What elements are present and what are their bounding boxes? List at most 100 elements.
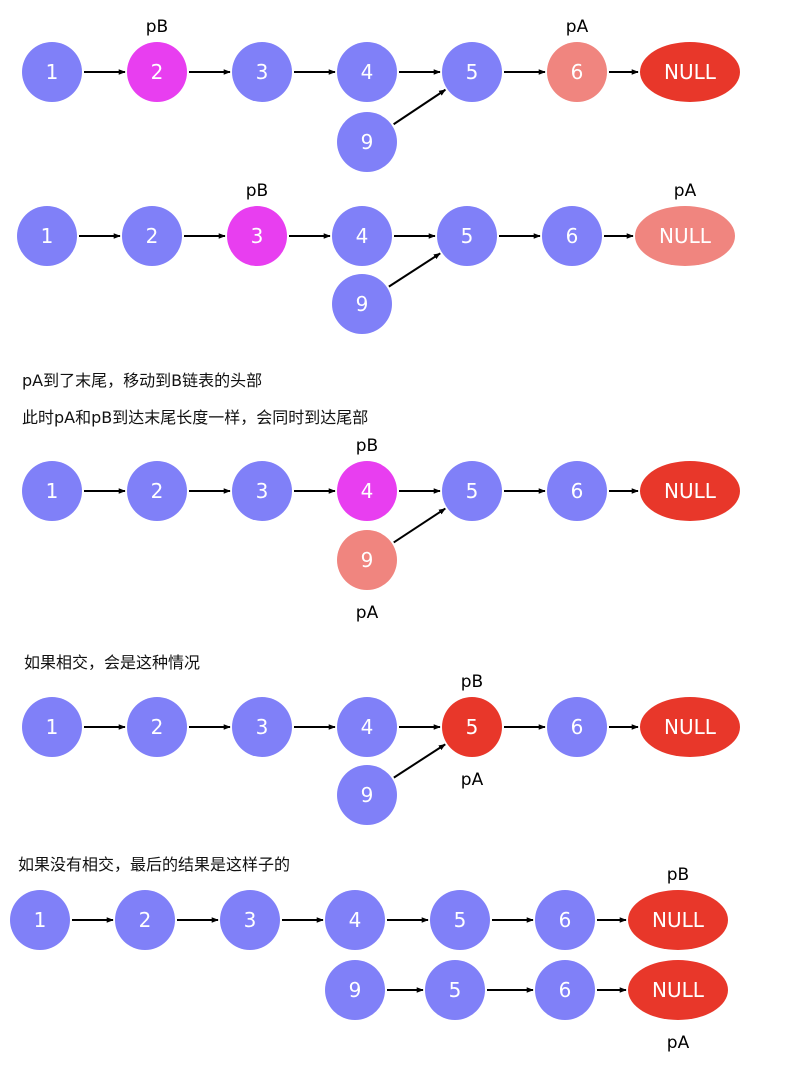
diagram-3-pointer-label-pb: pB	[356, 436, 378, 456]
diagram-3-row-a-node-7-shape	[640, 461, 740, 521]
diagram-2-row-a-node-5: 5	[437, 206, 497, 266]
diagram-2-row-a-node-4: 4	[332, 206, 392, 266]
diagram-5-row-a-node-1-shape	[10, 890, 70, 950]
diagram-2-row-a-node-1: 1	[17, 206, 77, 266]
diagram-4-row-a-node-5: 5	[442, 697, 502, 757]
diagram-3-row-a-node-2-label: 2	[151, 479, 164, 503]
diagram-2-row-a-node-4-shape	[332, 206, 392, 266]
diagram-1-row-a-node-4-shape	[337, 42, 397, 102]
diagram-4-branch-node: 9	[337, 765, 397, 825]
diagram-2-row-a-node-2: 2	[122, 206, 182, 266]
diagram-5-row-b-node-3-shape	[535, 960, 595, 1020]
diagram-5-row-b-node-2: 5	[425, 960, 485, 1020]
diagram-2-row-a-node-7: NULL	[635, 206, 735, 266]
diagram-5-row-a-node-7: NULL	[628, 890, 728, 950]
diagram-3-row-a-node-5: 5	[442, 461, 502, 521]
diagram-4-row-a-node-3-label: 3	[256, 715, 269, 739]
diagram-5-row-a-node-4-shape	[325, 890, 385, 950]
diagram-1-branch-node-shape	[337, 112, 397, 172]
diagram-1-row-a-node-1-shape	[22, 42, 82, 102]
diagram-3-row-a-node-7-label: NULL	[664, 479, 717, 503]
diagram-2-row-a-node-2-label: 2	[146, 224, 159, 248]
diagram-5-row-b-node-4-label: NULL	[652, 978, 705, 1002]
diagram-5-row-b-node-4: NULL	[628, 960, 728, 1020]
diagram-5-row-a-node-3-label: 3	[244, 908, 257, 932]
diagram-4-row-a-node-6-shape	[547, 697, 607, 757]
diagram-2-branch-node-shape	[332, 274, 392, 334]
diagram-5-row-a-node-3: 3	[220, 890, 280, 950]
diagram-1-pointer-label-pb: pB	[146, 17, 168, 37]
diagram-4-branch-node-label: 9	[361, 783, 374, 807]
diagram-3-row-a-node-6: 6	[547, 461, 607, 521]
diagram-1-row-a-node-7-label: NULL	[664, 60, 717, 84]
diagram-4-row-a-node-2-shape	[127, 697, 187, 757]
diagram-5-row-a-node-5-shape	[430, 890, 490, 950]
diagram-1-row-a-node-3: 3	[232, 42, 292, 102]
diagram-3-row-a-node-2: 2	[127, 461, 187, 521]
diagram-3-row-a-node-6-label: 6	[571, 479, 584, 503]
diagram-2-row-a-node-3-shape	[227, 206, 287, 266]
diagram-4-row-a-node-6-label: 6	[571, 715, 584, 739]
diagram-2-row-a-node-2-shape	[122, 206, 182, 266]
diagram-1-row-a-node-2: 2	[127, 42, 187, 102]
diagram-5-row-a-node-2-label: 2	[139, 908, 152, 932]
diagram-4-branch-node-shape	[337, 765, 397, 825]
diagram-3-row-a-node-2-shape	[127, 461, 187, 521]
diagram-1-row-a-node-5-label: 5	[466, 60, 479, 84]
diagram-1-row-a-node-2-label: 2	[151, 60, 164, 84]
diagram-5-row-a-node-1-label: 1	[34, 908, 47, 932]
caption-no-intersect: 如果没有相交，最后的结果是这样子的	[18, 855, 291, 874]
diagram-5-row-b-node-1-shape	[325, 960, 385, 1020]
diagram-4-row-a-node-4-shape	[337, 697, 397, 757]
diagram-2-merge-arrow	[388, 252, 441, 288]
diagram-1-row-a-node-5: 5	[442, 42, 502, 102]
diagram-4-row-a-node-7-shape	[640, 697, 740, 757]
diagram-1-row-a-node-6: 6	[547, 42, 607, 102]
diagram-3-row-a-node-1-label: 1	[46, 479, 59, 503]
diagram-5-row-a-node-4: 4	[325, 890, 385, 950]
diagram-3-row-a-node-5-label: 5	[466, 479, 479, 503]
diagram-1-row-a-node-3-label: 3	[256, 60, 269, 84]
diagram-5-row-b-node-2-label: 5	[449, 978, 462, 1002]
diagram-3-row-a-node-1-shape	[22, 461, 82, 521]
diagram-5-row-a-node-7-shape	[628, 890, 728, 950]
diagram-3-row-a-node-3-shape	[232, 461, 292, 521]
diagram-5-row-a-node-1: 1	[10, 890, 70, 950]
diagram-3-row-a-node-1: 1	[22, 461, 82, 521]
diagram-4-pointer-label-pa: pA	[461, 770, 484, 790]
diagram-4-row-a-node-2: 2	[127, 697, 187, 757]
diagram-4-row-a-node-5-shape	[442, 697, 502, 757]
diagram-2-row-a-node-4-label: 4	[356, 224, 369, 248]
diagram-2-branch-node: 9	[332, 274, 392, 334]
caption-same-length: 此时pA和pB到达末尾长度一样，会同时到达尾部	[22, 408, 369, 427]
diagram-2-row-a-node-1-label: 1	[41, 224, 54, 248]
diagram-5-row-b-node-2-shape	[425, 960, 485, 1020]
diagram-4-pointer-label-pb: pB	[461, 672, 483, 692]
diagram-5-row-a-node-7-label: NULL	[652, 908, 705, 932]
diagram-2-row-a-node-3: 3	[227, 206, 287, 266]
diagram-1-row-a-node-3-shape	[232, 42, 292, 102]
diagram-4-row-a-node-6: 6	[547, 697, 607, 757]
diagram-4-row-a-node-7: NULL	[640, 697, 740, 757]
diagram-5-row-a-node-4-label: 4	[349, 908, 362, 932]
diagram-5-row-b-node-1: 9	[325, 960, 385, 1020]
diagram-4-row-a-node-1-label: 1	[46, 715, 59, 739]
caption-pa-to-end: pA到了末尾，移动到B链表的头部	[22, 371, 263, 390]
diagram-5-pointer-label-pb: pB	[667, 865, 689, 885]
diagram-1-branch-node: 9	[337, 112, 397, 172]
diagram-1-row-a-node-2-shape	[127, 42, 187, 102]
diagram-3-merge-arrow	[393, 507, 446, 544]
diagram-1-row-a-node-4: 4	[337, 42, 397, 102]
diagram-2-row-a-node-6-label: 6	[566, 224, 579, 248]
diagram-3-branch-node-label: 9	[361, 548, 374, 572]
diagram-4-row-a-node-3: 3	[232, 697, 292, 757]
diagram-3-row-a-node-5-shape	[442, 461, 502, 521]
diagram-4-row-a-node-4: 4	[337, 697, 397, 757]
diagram-4-row-a-node-2-label: 2	[151, 715, 164, 739]
diagram-4-row-a-node-1-shape	[22, 697, 82, 757]
diagram-5-row-a-node-6-shape	[535, 890, 595, 950]
diagram-1-row-a-node-4-label: 4	[361, 60, 374, 84]
diagram-3-row-a-node-4-shape	[337, 461, 397, 521]
diagram-1-pointer-label-pa: pA	[566, 17, 589, 37]
